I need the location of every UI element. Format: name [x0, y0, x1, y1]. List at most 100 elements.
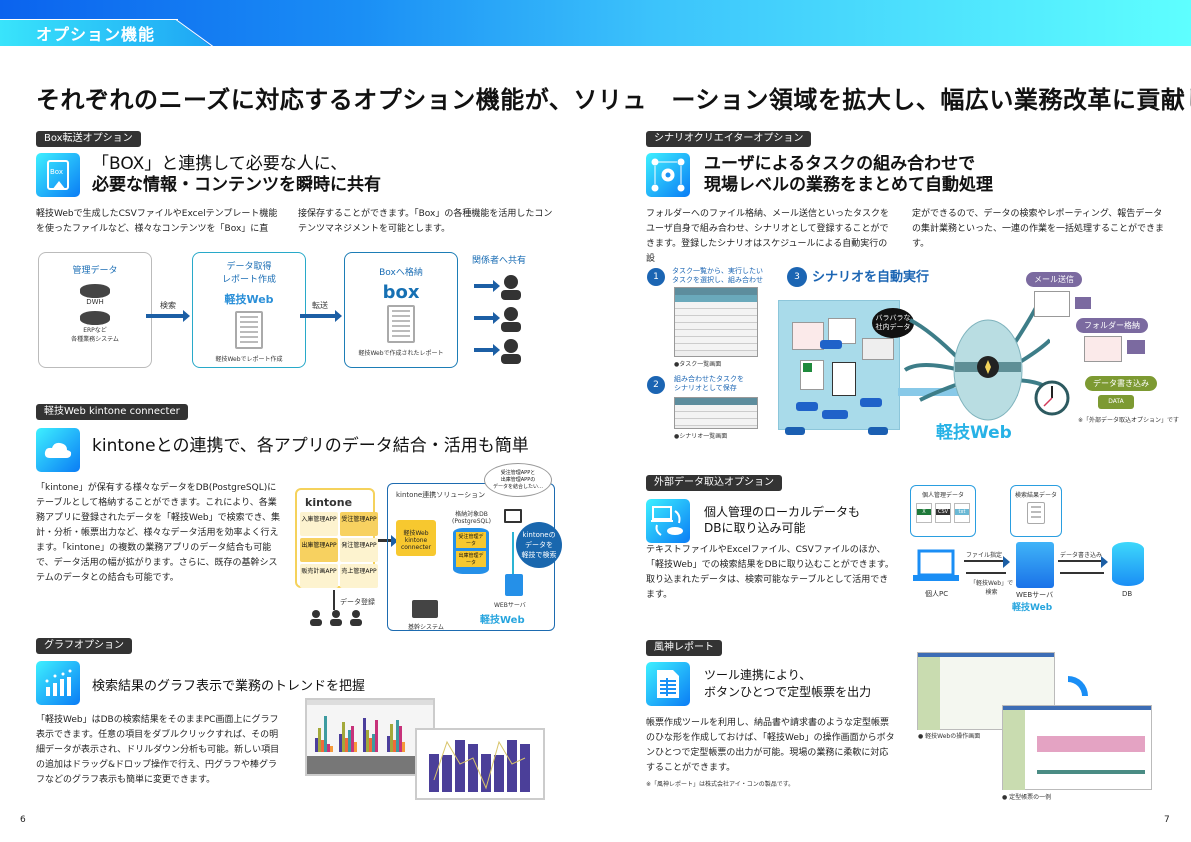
dwh-label: DWH	[86, 298, 104, 306]
step-2-badge: 2	[647, 376, 665, 394]
search-circle: kintoneの データを 軽技で検索	[516, 522, 562, 568]
form-report-screenshot	[1002, 705, 1152, 790]
step-text: シナリオとして保存	[674, 384, 737, 392]
connecter-label-2: kintone	[404, 537, 428, 544]
report-option-title-2: ボタンひとつで定型帳票を出力	[704, 685, 872, 699]
email-send-pill: メール送信	[1026, 272, 1082, 287]
report-footnote: ※「風神レポート」は株式会社アイ・コンの製品です。	[646, 781, 795, 788]
file-select-label: ファイル指定	[966, 552, 1003, 559]
cabinet-foot	[868, 427, 888, 435]
folder-store-pill: フォルダー格納	[1076, 318, 1148, 333]
page-number-right: 7	[1164, 815, 1170, 825]
search-arrow-label: 検索	[160, 301, 176, 310]
kintone-app: 売上管理APP	[340, 564, 378, 588]
mail-icon	[1075, 297, 1091, 309]
core-system-label: 基幹システム	[408, 624, 444, 631]
search-label: 「軽技Web」で検索	[970, 578, 1013, 596]
kintone-app: 入庫管理APP	[300, 512, 338, 536]
managed-data-box: 管理データ DWH ERPなど 各種業務システム	[38, 252, 152, 368]
bubble-text: データを結合したい…	[492, 484, 543, 490]
kintone-logo: kintone	[305, 496, 353, 509]
arrow-right-icon	[378, 535, 398, 547]
scenario-footnote: ※「外部データ取込オプション」です	[1078, 417, 1180, 424]
result-data-bubble: 検索結果データ	[1010, 485, 1062, 537]
scenario-option-title-2: 現場レベルの業務をまとめて自動処理	[704, 175, 993, 195]
bar-chart-icon	[36, 661, 80, 705]
box-storage-title: Boxへ格納	[379, 268, 423, 278]
db-title-1: 格納対象DB	[455, 511, 488, 518]
box-storage-box: Boxへ格納 box 軽技Webで作成されたレポート	[344, 252, 458, 368]
graph-option-label: グラフオプション	[36, 638, 132, 654]
kintone-app: 発注管理APP	[340, 538, 378, 562]
report-creation-box: データ取得 レポート作成 軽技Web 軽技Webでレポート作成	[192, 252, 306, 368]
gear-flow-icon	[646, 153, 690, 197]
web-server-label: WEBサーバ	[494, 602, 526, 609]
up-arrow-icon	[52, 181, 66, 190]
box-option-title-2: 必要な情報・コンテンツを瞬時に共有	[92, 175, 381, 195]
arrow-up-line	[333, 590, 335, 610]
caption-text: 軽技Webの操作画面	[925, 733, 981, 740]
karuwaza-web-logo: 軽技Web	[224, 293, 274, 306]
box-option-body-2: 接保存することができます。「Box」の各種機能を活用したコンテンツマネジメントを…	[298, 209, 553, 234]
arrow-left-icon	[1060, 572, 1104, 574]
scenario-option-title-1: ユーザによるタスクの組み合わせで	[704, 154, 976, 174]
db-label: DB	[1122, 590, 1133, 598]
step-3-badge: 3	[787, 267, 807, 287]
doc-thumbnail	[828, 318, 856, 344]
db-item: 出庫管理データ	[456, 551, 486, 567]
kintone-app: 受注管理APP	[340, 512, 378, 536]
box-icon-text: Box	[50, 168, 64, 176]
circle-text: 軽技で検索	[521, 551, 557, 559]
solution-title: kintone連携ソリューション	[396, 491, 486, 499]
box-option-label: Box転送オプション	[36, 131, 141, 147]
excel-file-icon	[800, 360, 824, 390]
curved-arrow-icon	[1068, 676, 1088, 696]
document-icon	[387, 305, 415, 343]
laptop-db-sync-icon	[646, 499, 690, 543]
page-headline: それぞれのニーズに対応するオプション機能が、ソリュ ーション領域を拡大し、幅広い…	[36, 86, 1191, 114]
report-caption: 軽技Webでレポート作成	[215, 356, 283, 363]
arrow-right-icon	[474, 344, 500, 356]
caption-text: 定型帳票の一例	[1009, 794, 1052, 801]
stakeholders-icon	[501, 275, 521, 364]
csv-file-icon: CSV	[936, 509, 950, 515]
data-write-pill: データ書き込み	[1085, 376, 1157, 391]
connecter-label-3: connecter	[400, 544, 432, 551]
kintone-apps-box: kintone 入庫管理APP 受注管理APP 出庫管理APP 発注管理APP …	[295, 488, 378, 588]
arrow-left-icon	[966, 572, 1006, 574]
import-option-title-2: DBに取り込み可能	[704, 521, 806, 535]
box-upload-icon: Box	[36, 153, 80, 197]
transfer-arrow-label: 転送	[312, 301, 328, 310]
sqlserver-badge	[796, 402, 818, 411]
postgresql-badge	[822, 410, 848, 419]
step-3-title: シナリオを自動実行	[812, 270, 930, 285]
db-title-2: (PostgreSQL)	[452, 518, 491, 525]
core-system-icon	[412, 600, 438, 618]
step-1-text: タスク一覧から、実行したいタスクを選択し、組み合わせ	[672, 267, 763, 285]
import-option-body: テキストファイルやExcelファイル、CSVファイルのほか、「軽技Web」での検…	[646, 545, 894, 600]
document-icon	[235, 311, 263, 349]
kintone-app: 出庫管理APP	[300, 538, 338, 562]
alarm-clock-icon	[1034, 380, 1070, 416]
bubble-text: 受注管理APPと	[500, 470, 536, 476]
connecter-label-1: 軽技Web	[403, 530, 429, 537]
local-data-title: 個人管理データ	[921, 492, 964, 499]
arrow-right-icon	[474, 280, 500, 292]
arrow-right-icon	[146, 310, 190, 322]
arrow-right-icon	[474, 312, 500, 324]
doc-thumbnail	[1084, 336, 1122, 362]
import-option-title-1: 個人管理のローカルデータも	[704, 505, 861, 519]
task-list-table	[674, 287, 758, 357]
report-title-1: データ取得	[226, 262, 272, 272]
step-text: 組み合わせたタスクを	[674, 375, 744, 383]
document-icon	[1027, 502, 1045, 524]
arrow-right-icon	[1058, 556, 1108, 568]
box-report-caption: 軽技Webで作成されたレポート	[358, 350, 444, 357]
arrow-right-icon	[300, 310, 342, 322]
sync-arrow-line	[512, 532, 514, 582]
folder-icon	[1127, 340, 1145, 354]
karuwaza-web-logo: 軽技Web	[1012, 603, 1053, 613]
data-write-label: データ書き込み	[1060, 552, 1103, 559]
excel-file-icon: X	[917, 509, 931, 515]
bar-line-chart-screenshot	[415, 728, 545, 800]
